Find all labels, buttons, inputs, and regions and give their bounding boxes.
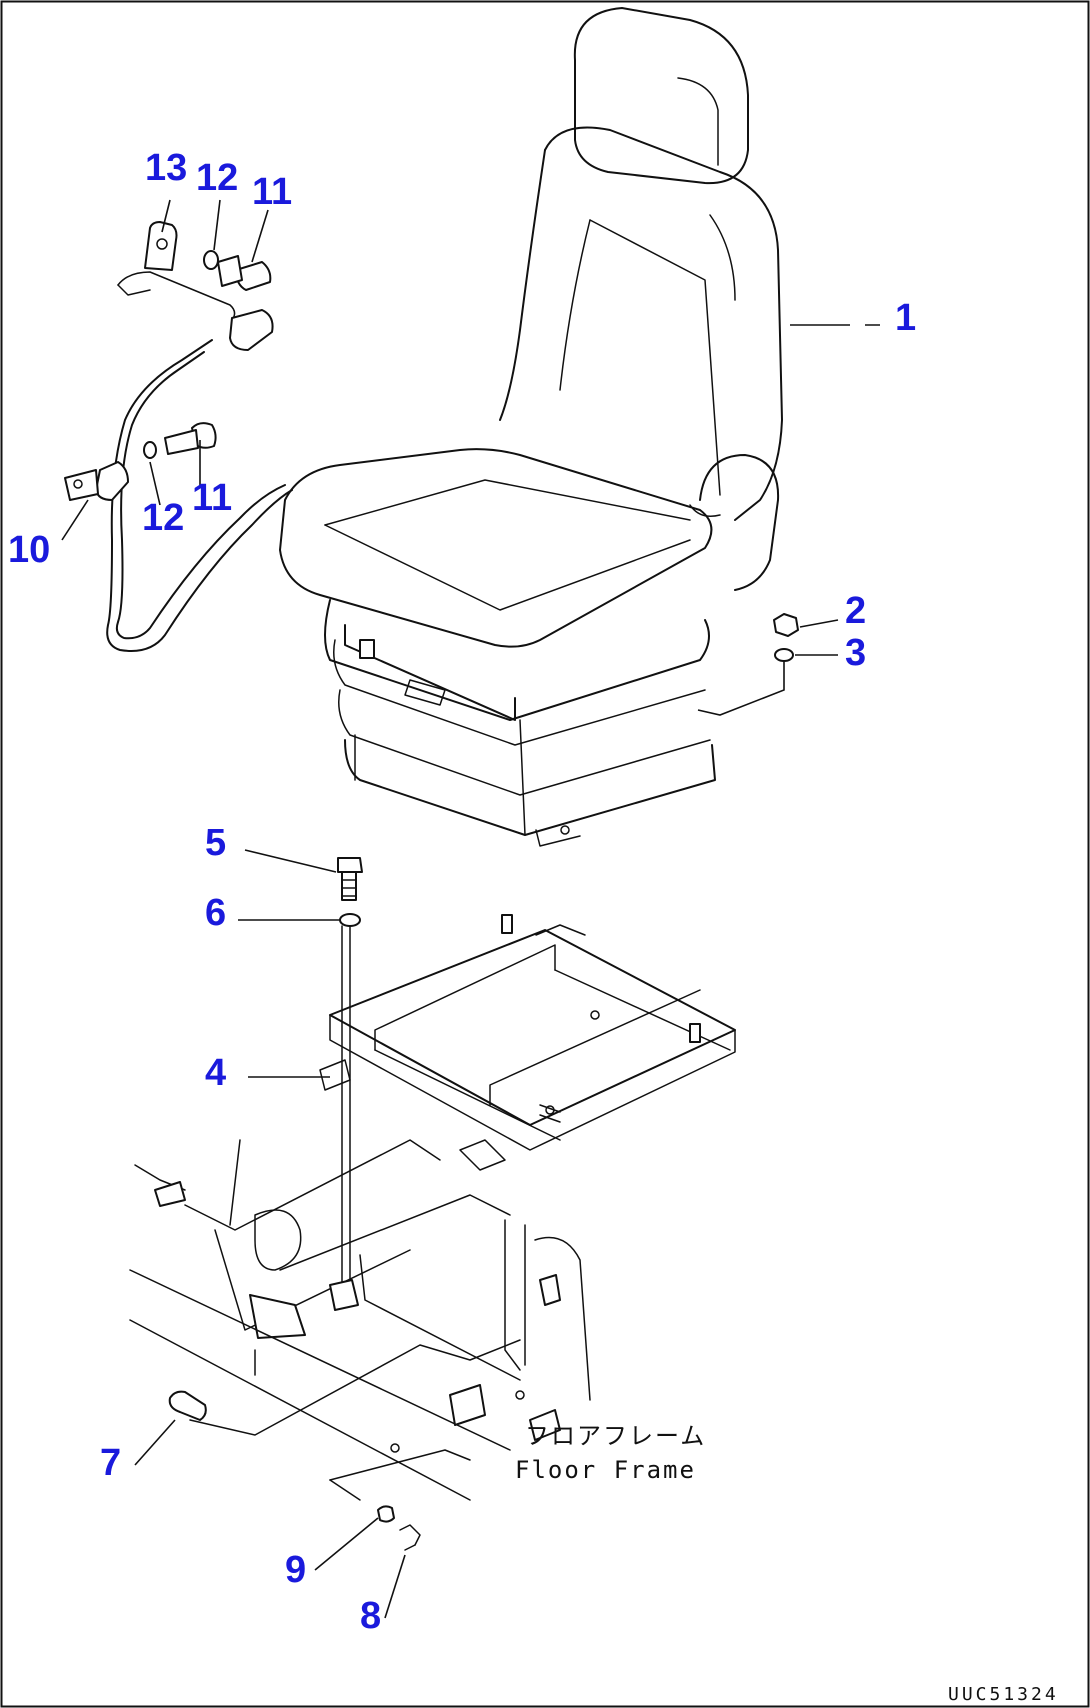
- callout-13: 13: [145, 147, 187, 189]
- leader-lines: [61, 199, 880, 1619]
- callout-1: 1: [895, 297, 916, 339]
- nut-and-washer: [697, 613, 799, 716]
- callout-4: 4: [205, 1052, 226, 1094]
- seat-illustration: [279, 7, 783, 847]
- floor-frame-label-jp: フロアフレーム: [525, 1422, 706, 1450]
- floor-frame-label-en: Floor Frame: [515, 1456, 696, 1484]
- drawing-code: UUC51324: [948, 1684, 1059, 1705]
- callout-10: 10: [8, 529, 50, 571]
- callout-2: 2: [845, 590, 866, 632]
- callout-8: 8: [360, 1595, 381, 1637]
- callout-3: 3: [845, 632, 866, 674]
- callout-7: 7: [100, 1442, 121, 1484]
- seat-mount-bracket-illustration: [319, 914, 736, 1171]
- hose-assembly: [64, 221, 293, 652]
- callout-5: 5: [205, 822, 226, 864]
- callout-12b: 12: [142, 497, 184, 539]
- callout-12a: 12: [196, 157, 238, 199]
- callout-6: 6: [205, 892, 226, 934]
- bolt-and-washer: [337, 857, 363, 1291]
- floor-frame-illustration: [129, 1139, 591, 1551]
- callout-9: 9: [285, 1549, 306, 1591]
- callout-11b: 11: [192, 477, 232, 519]
- callout-11a: 11: [252, 171, 292, 213]
